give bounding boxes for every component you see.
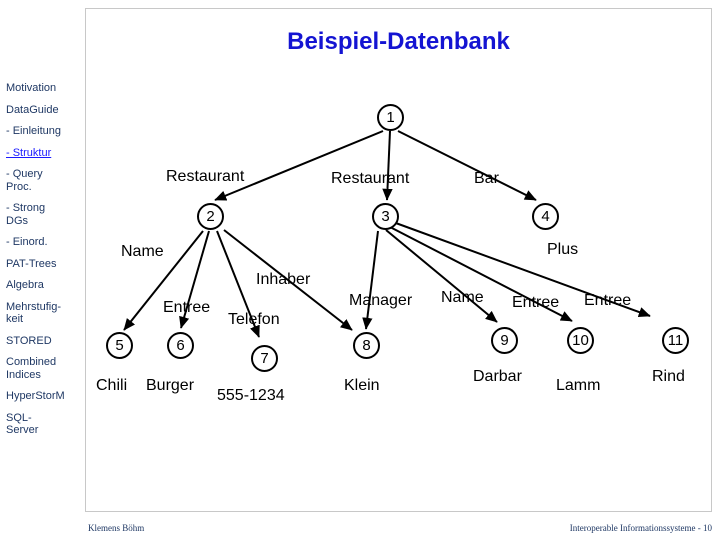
graph-edge-label-3: Name [121, 243, 164, 260]
graph-edge-1-3 [382, 130, 393, 201]
graph-node-8[interactable]: 8 [353, 332, 380, 359]
sidebar-item-strong-dgs[interactable]: - Strong DGs [6, 202, 46, 227]
graph-edge-label-10: Entree [584, 292, 632, 309]
graph-edge-label-4: Entree [163, 299, 211, 316]
graph-value-5: Lamm [556, 377, 601, 394]
graph-value-3: Klein [344, 377, 380, 394]
graph-node-4[interactable]: 4 [532, 203, 559, 230]
graph-node-11[interactable]: 11 [662, 327, 689, 354]
graph-edge-label-5: Telefon [228, 311, 280, 328]
sidebar-item-einord[interactable]: - Einord. [6, 236, 48, 248]
footer-author: Klemens Böhm [88, 523, 145, 533]
slide-content-frame [85, 8, 712, 512]
graph-node-7[interactable]: 7 [251, 345, 278, 372]
graph-edge-label-1: Restaurant [331, 170, 410, 187]
graph-edge-label-7: Manager [349, 292, 413, 309]
graph-node-1[interactable]: 1 [377, 104, 404, 131]
sidebar-item-hyperstorm[interactable]: HyperStorM [6, 390, 65, 402]
sidebar-navigation: Motivation DataGuide - Einleitung - Stru… [0, 0, 84, 540]
graph-node-10[interactable]: 10 [567, 327, 594, 354]
graph-node-6[interactable]: 6 [167, 332, 194, 359]
footer-course-and-page: Interoperable Informationssysteme - 10 [569, 523, 712, 533]
sidebar-item-einleitung[interactable]: - Einleitung [6, 125, 62, 137]
sidebar-item-mehrstufigkeit[interactable]: Mehrstufig- keit [6, 300, 62, 326]
graph-node-2[interactable]: 2 [197, 203, 224, 230]
graph-value-6: Rind [652, 368, 685, 385]
sidebar-item-struktur[interactable]: - Struktur [6, 146, 52, 159]
graph-edge-1-2 [214, 130, 384, 201]
graph-value-2: 555-1234 [217, 387, 285, 404]
graph-node-5[interactable]: 5 [106, 332, 133, 359]
graph-edge-2-6 [179, 230, 210, 329]
graph-edge-1-4 [397, 130, 537, 201]
graph-edge-3-8 [362, 230, 379, 330]
graph-edge-label-2: Bar [474, 170, 499, 187]
sidebar-item-pat-trees[interactable]: PAT-Trees [6, 257, 57, 270]
graph-edge-2-7 [216, 230, 260, 338]
graph-value-4: Darbar [473, 368, 522, 385]
graph-node-3[interactable]: 3 [372, 203, 399, 230]
sidebar-item-dataguide[interactable]: DataGuide [6, 103, 59, 116]
graph-edge-3-10 [389, 226, 573, 322]
graph-edge-label-8: Name [441, 289, 484, 306]
graph-edge-2-8 [223, 229, 353, 331]
graph-edge-label-6: Inhaber [256, 271, 311, 288]
graph-edge-2-5 [123, 230, 204, 331]
graph-edge-label-0: Restaurant [166, 168, 245, 185]
page-title: Beispiel-Datenbank [287, 28, 510, 55]
sidebar-item-combined-indices[interactable]: Combined Indices [6, 356, 57, 381]
graph-node-9[interactable]: 9 [491, 327, 518, 354]
sidebar-item-stored[interactable]: STORED [6, 334, 52, 347]
sidebar-item-sql-server[interactable]: SQL- Server [6, 411, 39, 437]
graph-edge-3-9 [385, 229, 498, 323]
sidebar-item-query-proc[interactable]: - Query Proc. [6, 168, 43, 193]
graph-value-7: Plus [547, 241, 579, 258]
graph-edge-3-11 [392, 221, 651, 318]
sidebar-item-algebra[interactable]: Algebra [6, 279, 44, 291]
graph-value-1: Burger [146, 377, 195, 394]
graph-edge-label-9: Entree [512, 294, 560, 311]
graph-value-0: Chili [96, 377, 128, 394]
sidebar-item-motivation[interactable]: Motivation [6, 82, 57, 94]
